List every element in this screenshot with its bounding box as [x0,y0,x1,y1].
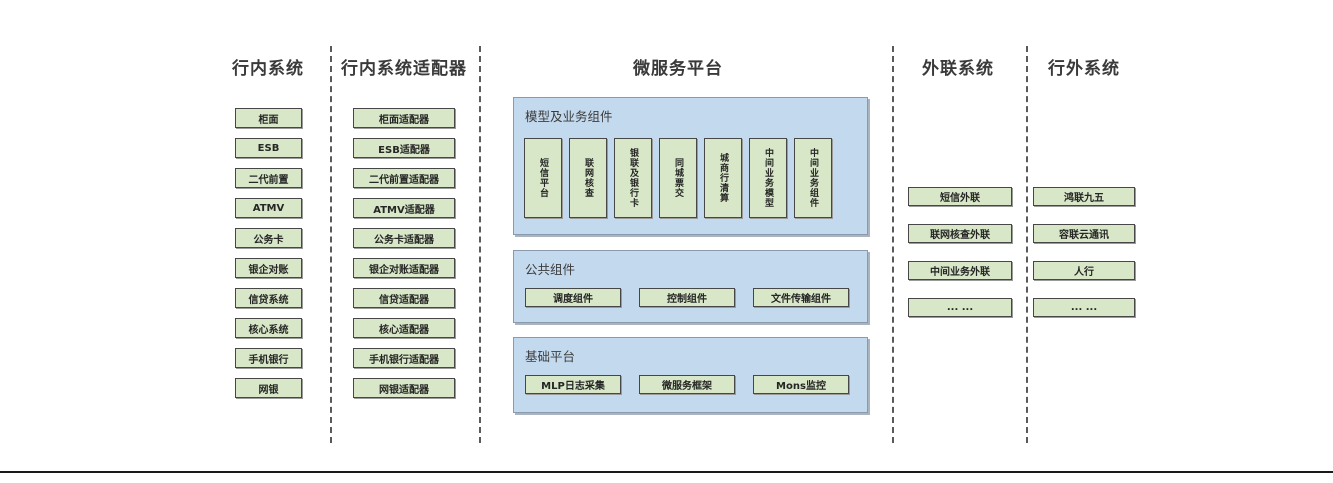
internal-systems-list: 柜面 ESB 二代前置 ATMV 公务卡银企对账信贷系统核心系统手机银行网银 [235,108,302,398]
internal-system-box: 网银 [235,378,302,398]
public-components-list: 调度组件控制组件文件传输组件 [525,288,849,307]
adapter-box: 银企对账适配器 [353,258,455,278]
external-link-systems-list: 短信外联联网核查外联中间业务外联 ... ... [908,187,1012,317]
bottom-rule [0,471,1333,473]
external-link-box: 中间业务外联 [908,261,1012,280]
dashed-separator-line [330,46,332,443]
adapter-box: ATMV适配器 [353,198,455,218]
internal-system-box: 二代前置 [235,168,302,188]
internal-adapters-list: 柜面适配器 ESB适配器二代前置适配器 ATMV适配器公务卡适配器银企对账适配器信贷… [353,108,455,398]
base-platform-list: MLP日志采集微服务框架 Mons监控 [525,375,849,394]
outside-system-box: ... ... [1033,298,1135,317]
base-platform-box: 微服务框架 [639,375,735,394]
column-header-internal-adapters: 行内系统适配器 [341,59,467,79]
internal-system-box: 银企对账 [235,258,302,278]
column-header-outside-systems: 行外系统 [1048,59,1120,79]
panel-title: 基础平台 [525,349,576,364]
adapter-box: 信贷适配器 [353,288,455,308]
dashed-separator-line [1026,46,1028,443]
adapter-box: 手机银行适配器 [353,348,455,368]
panel-model-business-components: 模型及业务组件 短信平台联网核查银联及银行卡同城票交城商行清算中间业务模型中间业… [513,97,868,235]
column-header-external-link-systems: 外联系统 [922,59,994,79]
external-link-box: 短信外联 [908,187,1012,206]
adapter-box: 二代前置适配器 [353,168,455,188]
column-header-microservice-platform: 微服务平台 [633,59,723,79]
internal-system-box: ESB [235,138,302,158]
public-component-box: 调度组件 [525,288,621,307]
dashed-separator-line [892,46,894,443]
panel-title: 模型及业务组件 [525,109,613,124]
outside-system-box: 鸿联九五 [1033,187,1135,206]
panel-public-components: 公共组件 调度组件控制组件文件传输组件 [513,250,868,323]
public-component-box: 文件传输组件 [753,288,849,307]
outside-system-box: 人行 [1033,261,1135,280]
business-component-box: 银联及银行卡 [614,138,652,218]
business-component-box: 中间业务模型 [749,138,787,218]
business-component-box: 城商行清算 [704,138,742,218]
internal-system-box: 手机银行 [235,348,302,368]
adapter-box: ESB适配器 [353,138,455,158]
external-link-box: 联网核查外联 [908,224,1012,243]
panel-base-platform: 基础平台 MLP日志采集微服务框架 Mons监控 [513,337,868,413]
outside-systems-list: 鸿联九五容联云通讯人行 ... ... [1033,187,1135,317]
dashed-separator-line [479,46,481,443]
model-business-components-list: 短信平台联网核查银联及银行卡同城票交城商行清算中间业务模型中间业务组件 [524,138,832,218]
adapter-box: 公务卡适配器 [353,228,455,248]
adapter-box: 网银适配器 [353,378,455,398]
internal-system-box: 核心系统 [235,318,302,338]
internal-system-box: ATMV [235,198,302,218]
business-component-box: 短信平台 [524,138,562,218]
adapter-box: 柜面适配器 [353,108,455,128]
internal-system-box: 公务卡 [235,228,302,248]
base-platform-box: MLP日志采集 [525,375,621,394]
internal-system-box: 信贷系统 [235,288,302,308]
column-header-internal-systems: 行内系统 [232,59,304,79]
external-link-box: ... ... [908,298,1012,317]
business-component-box: 中间业务组件 [794,138,832,218]
panel-title: 公共组件 [525,262,576,277]
internal-system-box: 柜面 [235,108,302,128]
business-component-box: 同城票交 [659,138,697,218]
adapter-box: 核心适配器 [353,318,455,338]
base-platform-box: Mons监控 [753,375,849,394]
business-component-box: 联网核查 [569,138,607,218]
public-component-box: 控制组件 [639,288,735,307]
outside-system-box: 容联云通讯 [1033,224,1135,243]
